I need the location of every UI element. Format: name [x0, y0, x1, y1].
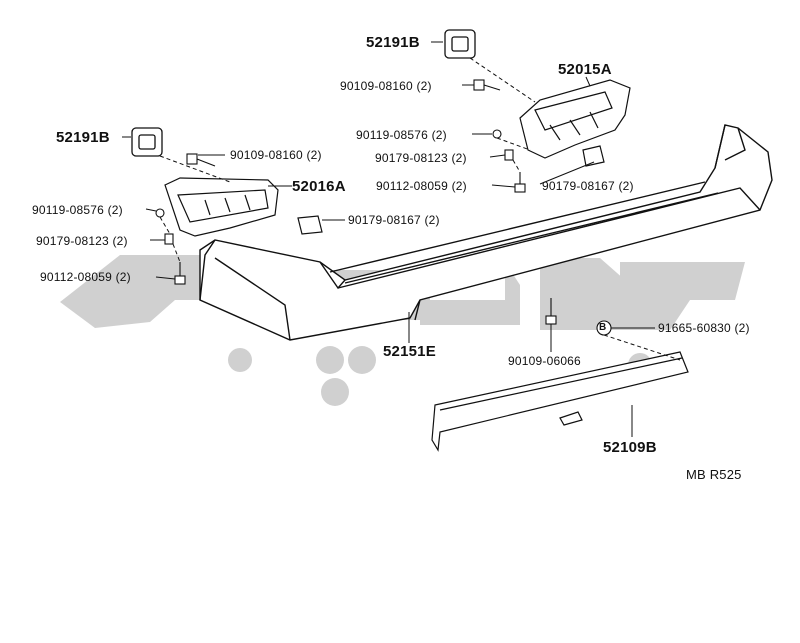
bracket-52016a: [164, 177, 323, 237]
label-90109-06066: 90109-06066: [508, 354, 581, 368]
fasteners: [155, 79, 612, 336]
nut-right: [504, 149, 514, 161]
pad-52191b-left: [131, 127, 163, 157]
label-52015a: 52015A: [558, 61, 612, 78]
label-52016a: 52016A: [292, 178, 346, 195]
reinforcement-52109b: [431, 351, 689, 452]
label-90179-08167-right: 90179-08167 (2): [542, 179, 634, 193]
nut-left: [164, 233, 174, 245]
clip-right: [492, 129, 502, 139]
label-90112-08059-left: 90112-08059 (2): [40, 270, 131, 284]
screw-left: [174, 275, 186, 285]
leader-lines: [122, 41, 681, 437]
bolt-left: [186, 153, 198, 165]
label-52191b-left: 52191B: [56, 129, 110, 146]
label-52109b: 52109B: [603, 439, 657, 456]
bumper-cover-52151e: [199, 124, 773, 341]
pad-52191b-top: [444, 29, 476, 59]
label-90112-08059-right: 90112-08059 (2): [376, 179, 467, 193]
label-52191b-top: 52191B: [366, 34, 420, 51]
bracket-52015a: [519, 79, 631, 167]
label-90179-08123-left: 90179-08123 (2): [36, 234, 128, 248]
label-90179-08123-right: 90179-08123 (2): [375, 151, 467, 165]
label-90109-08160-top: 90109-08160 (2): [340, 79, 432, 93]
callout-b-symbol: B: [599, 322, 607, 333]
label-52151e: 52151E: [383, 343, 436, 360]
label-90179-08167-left: 90179-08167 (2): [348, 213, 440, 227]
label-90119-08576-right: 90119-08576 (2): [356, 128, 447, 142]
bolt-top: [473, 79, 485, 91]
screw-right: [514, 183, 526, 193]
bolt-bottom: [545, 315, 557, 325]
label-91665-60830: 91665-60830 (2): [658, 321, 750, 335]
reference-code: MB R525: [686, 467, 742, 482]
label-90119-08576-left: 90119-08576 (2): [32, 203, 123, 217]
label-90109-08160-left: 90109-08160 (2): [230, 148, 322, 162]
clip-left: [155, 208, 165, 218]
